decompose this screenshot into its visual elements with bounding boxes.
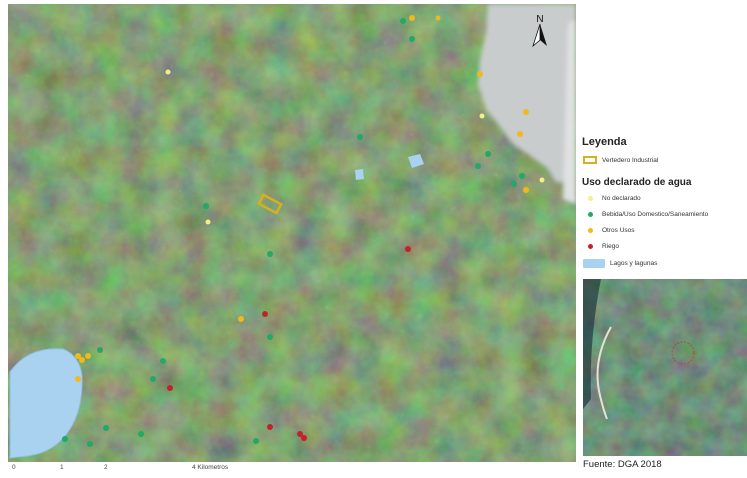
main-map[interactable]: N bbox=[8, 4, 576, 462]
green-dot-icon bbox=[587, 211, 593, 217]
legend-label: Otros Usos bbox=[602, 226, 635, 234]
legend-item-otros-usos: Otros Usos bbox=[582, 224, 635, 236]
point-riego[interactable] bbox=[267, 424, 273, 430]
point-otros-usos[interactable] bbox=[238, 316, 244, 322]
point-riego[interactable] bbox=[405, 246, 411, 252]
orange-dot-icon bbox=[587, 227, 593, 233]
point-riego[interactable] bbox=[297, 431, 303, 437]
legend-item-industrial: Vertedero Industrial bbox=[582, 154, 658, 166]
point-otros-usos[interactable] bbox=[435, 15, 441, 21]
scale-label: 0 bbox=[12, 464, 16, 471]
inset-map[interactable] bbox=[583, 279, 747, 456]
industrial-landfill-polygon[interactable] bbox=[257, 193, 283, 215]
point-bebida-uso-domestico[interactable] bbox=[253, 438, 259, 444]
inset-coastline bbox=[596, 326, 612, 420]
small-lake bbox=[355, 169, 364, 180]
north-arrow-icon: N bbox=[532, 14, 547, 48]
yellow-dot-icon bbox=[587, 195, 593, 201]
legend-item-bebida: Bebida/Uso Domestico/Saneamiento bbox=[582, 208, 708, 220]
point-bebida-uso-domestico[interactable] bbox=[519, 173, 525, 179]
lake-shape bbox=[9, 348, 83, 459]
legend-item-riego: Riego bbox=[582, 240, 619, 252]
point-otros-usos[interactable] bbox=[517, 131, 523, 137]
point-bebida-uso-domestico[interactable] bbox=[485, 151, 491, 157]
scale-label: 4 Kilometros bbox=[192, 464, 229, 471]
point-bebida-uso-domestico[interactable] bbox=[267, 334, 273, 340]
point-otros-usos[interactable] bbox=[523, 187, 529, 193]
point-no-declarado[interactable] bbox=[205, 219, 211, 225]
map-canvas: N bbox=[8, 4, 576, 462]
point-otros-usos[interactable] bbox=[409, 15, 415, 21]
point-bebida-uso-domestico[interactable] bbox=[62, 436, 68, 442]
legend-label: Bebida/Uso Domestico/Saneamiento bbox=[602, 210, 709, 218]
point-bebida-uso-domestico[interactable] bbox=[400, 18, 406, 24]
point-bebida-uso-domestico[interactable] bbox=[150, 376, 156, 382]
inset-study-area bbox=[671, 341, 695, 365]
point-otros-usos[interactable] bbox=[75, 376, 81, 382]
legend-title: Leyenda bbox=[582, 136, 627, 148]
point-bebida-uso-domestico[interactable] bbox=[203, 203, 209, 209]
point-no-declarado[interactable] bbox=[165, 69, 171, 75]
point-bebida-uso-domestico[interactable] bbox=[138, 431, 144, 437]
red-dot-icon bbox=[587, 243, 593, 249]
legend-item-no-declarado: No declarado bbox=[582, 192, 641, 204]
point-no-declarado[interactable] bbox=[479, 113, 485, 119]
scale-bar: 0 1 2 4 Kilometros bbox=[8, 462, 268, 478]
map-legend: Leyenda Vertedero Industrial Uso declara… bbox=[580, 136, 747, 276]
point-bebida-uso-domestico[interactable] bbox=[97, 347, 103, 353]
point-otros-usos[interactable] bbox=[477, 71, 483, 77]
point-bebida-uso-domestico[interactable] bbox=[160, 358, 166, 364]
point-otros-usos[interactable] bbox=[523, 109, 529, 115]
legend-label: Riego bbox=[602, 242, 619, 250]
north-label: N bbox=[536, 14, 543, 25]
legend-lakes-label: Lagos y lagunas bbox=[610, 259, 658, 267]
legend-section-title: Uso declarado de agua bbox=[582, 177, 692, 188]
point-bebida-uso-domestico[interactable] bbox=[409, 36, 415, 42]
point-otros-usos[interactable] bbox=[75, 353, 81, 359]
scale-label: 2 bbox=[104, 464, 108, 471]
urban-area bbox=[478, 4, 576, 204]
point-bebida-uso-domestico[interactable] bbox=[357, 134, 363, 140]
industrial-box-icon bbox=[583, 156, 597, 164]
point-riego[interactable] bbox=[301, 435, 307, 441]
point-otros-usos[interactable] bbox=[79, 357, 85, 363]
legend-label: No declarado bbox=[602, 194, 641, 202]
point-bebida-uso-domestico[interactable] bbox=[475, 163, 481, 169]
point-bebida-uso-domestico[interactable] bbox=[267, 251, 273, 257]
legend-item-lagos: Lagos y lagunas bbox=[582, 257, 657, 269]
legend-industrial-label: Vertedero Industrial bbox=[602, 156, 659, 164]
point-otros-usos[interactable] bbox=[85, 353, 91, 359]
point-riego[interactable] bbox=[262, 311, 268, 317]
point-bebida-uso-domestico[interactable] bbox=[103, 425, 109, 431]
scale-label: 1 bbox=[60, 464, 64, 471]
point-bebida-uso-domestico[interactable] bbox=[511, 181, 517, 187]
inset-canvas bbox=[583, 279, 747, 456]
point-no-declarado[interactable] bbox=[539, 177, 545, 183]
water-use-points bbox=[62, 15, 545, 447]
small-lake bbox=[408, 154, 424, 168]
lake-swatch-icon bbox=[583, 258, 605, 268]
point-bebida-uso-domestico[interactable] bbox=[87, 441, 93, 447]
point-riego[interactable] bbox=[167, 385, 173, 391]
source-text: Fuente: DGA 2018 bbox=[583, 459, 662, 470]
